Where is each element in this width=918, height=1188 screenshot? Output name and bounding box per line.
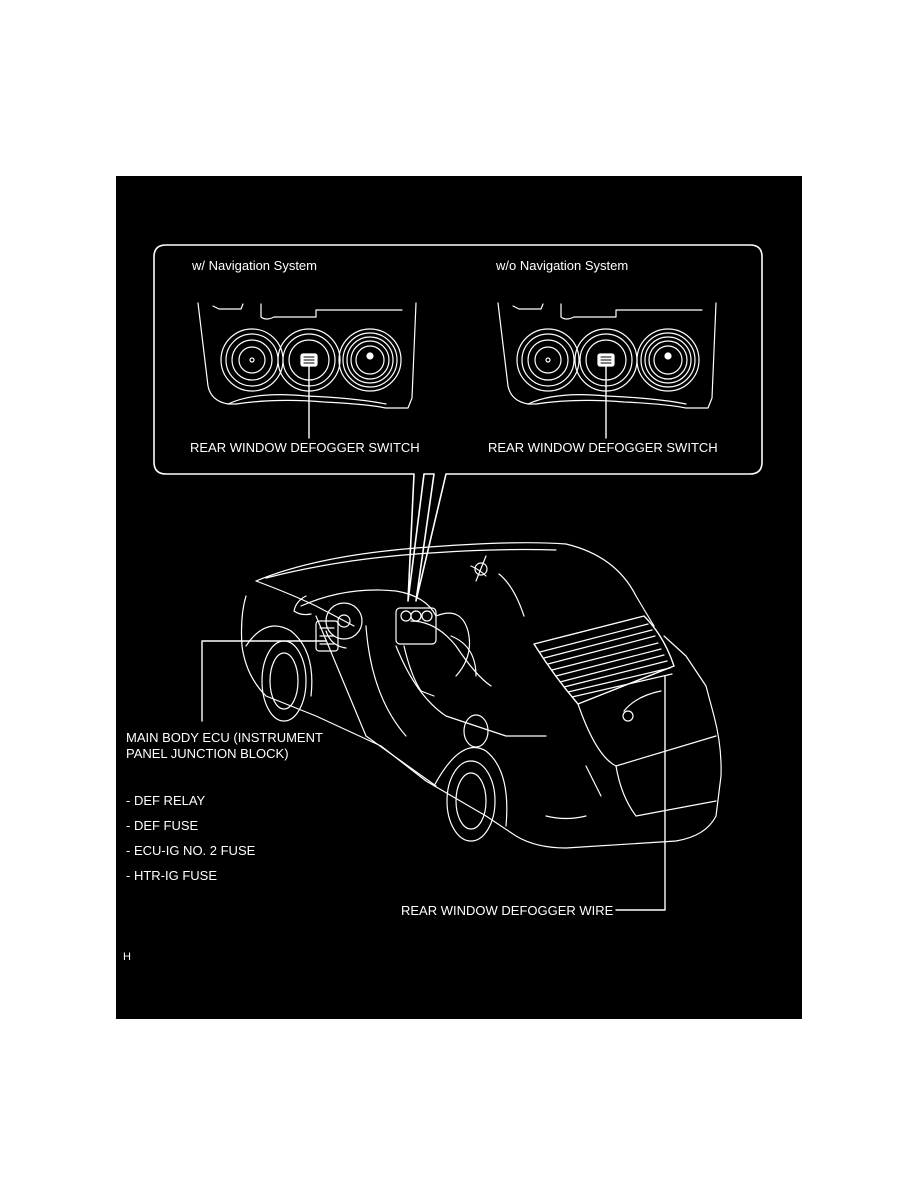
right-defogger-switch-label: REAR WINDOW DEFOGGER SWITCH (488, 440, 718, 455)
ecu-label-line1: MAIN BODY ECU (INSTRUMENT (126, 730, 323, 745)
right-knob-1 (516, 328, 580, 392)
left-defogger-switch-label: REAR WINDOW DEFOGGER SWITCH (190, 440, 420, 455)
ecu-label-line2: PANEL JUNCTION BLOCK) (126, 746, 289, 761)
center-stack (395, 607, 437, 697)
list-item: - ECU-IG NO. 2 FUSE (126, 843, 256, 858)
front-wheel (245, 625, 313, 722)
list-item: - DEF FUSE (126, 818, 199, 833)
wire-leader-line (615, 675, 666, 911)
footer-code: H (123, 951, 131, 963)
car-illustration (240, 542, 722, 849)
with-navigation-title: w/ Navigation System (192, 258, 317, 273)
main-body-ecu-location (315, 620, 339, 652)
ecu-leader-line (201, 640, 327, 722)
diagram-figure: w/ Navigation System w/o Navigation Syst… (116, 176, 802, 1019)
rear-wheel (433, 746, 508, 842)
callout-panel (153, 244, 763, 602)
list-item: - HTR-IG FUSE (126, 868, 217, 883)
list-item: - DEF RELAY (126, 793, 206, 808)
right-knob-3 (636, 328, 700, 392)
control-panel-without-navigation (497, 302, 717, 439)
diagram-drawing (153, 244, 763, 911)
ecu-component-list: - DEF RELAY - DEF FUSE - ECU-IG NO. 2 FU… (126, 793, 255, 893)
control-panel-with-navigation (197, 302, 417, 439)
rear-window-defogger (533, 615, 675, 705)
without-navigation-title: w/o Navigation System (496, 258, 629, 273)
rear-window-defogger-wire-label: REAR WINDOW DEFOGGER WIRE (401, 903, 614, 918)
left-knob-1 (220, 328, 284, 392)
left-knob-3 (338, 328, 402, 392)
